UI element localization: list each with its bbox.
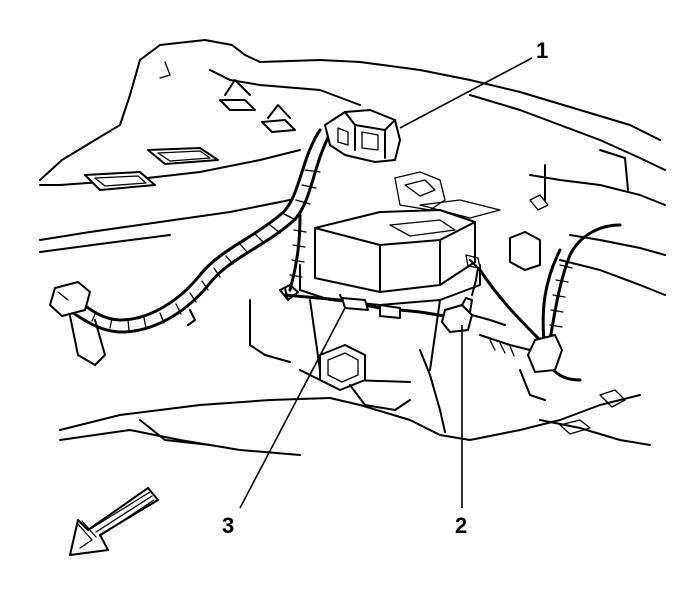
battery-cable-harness: [288, 213, 622, 401]
wiring-harness: [49, 128, 334, 366]
front-direction-arrow-icon: [69, 487, 159, 556]
component-2-terminal: [441, 254, 506, 333]
callout-label-2: 2: [455, 513, 468, 538]
component-1-fuse-block: [324, 109, 401, 163]
vehicle-body-outline: [39, 39, 666, 456]
floor-slots: [84, 79, 296, 191]
component-3-cable: [279, 284, 447, 319]
callout-leaders: [239, 57, 533, 509]
battery-tray-bracket: [299, 344, 411, 411]
callout-label-3: 3: [222, 513, 235, 538]
battery: [299, 171, 541, 383]
callout-label-1: 1: [536, 38, 549, 63]
